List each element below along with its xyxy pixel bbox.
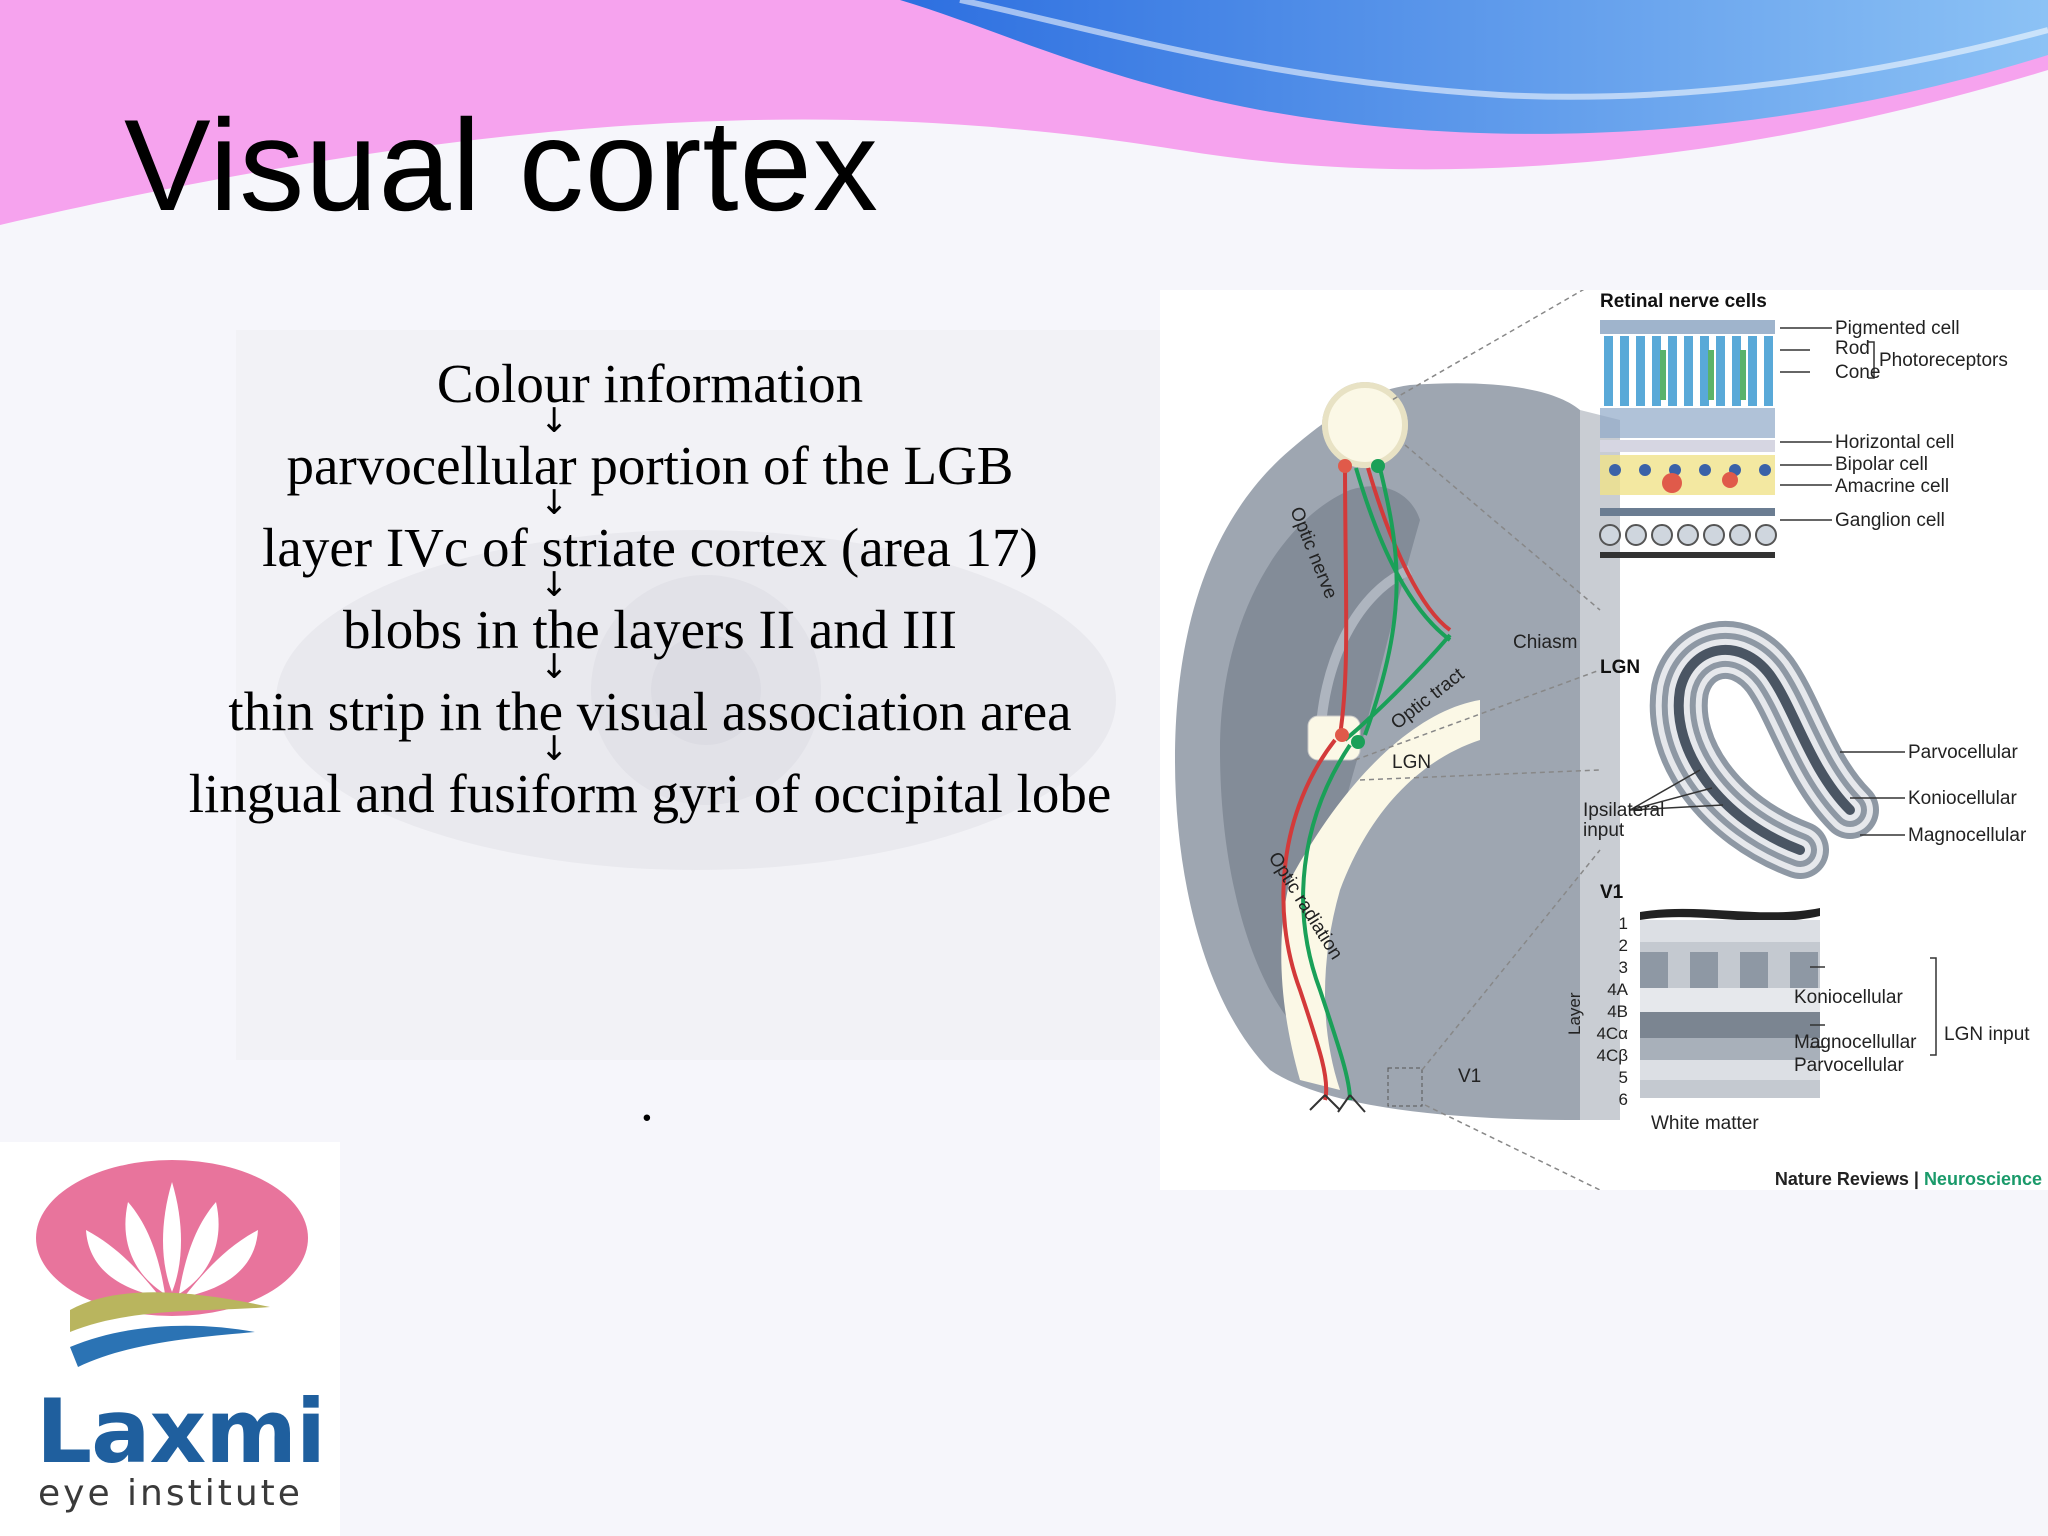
v1-magnocellular-label: Magnocellullar xyxy=(1794,1032,1917,1053)
logo xyxy=(0,1142,340,1536)
white-matter-label: White matter xyxy=(1651,1113,1759,1134)
flow-step: lingual and fusiform gyri of occipital l… xyxy=(140,762,1160,844)
optic-radiation-region xyxy=(1281,700,1480,1090)
photoreceptors-label: Photoreceptors xyxy=(1879,350,2008,371)
v1-layer-number: 2 xyxy=(1619,936,1628,955)
background-eye-watermark xyxy=(236,330,1160,1060)
trailing-dot: . xyxy=(640,1071,654,1132)
flow-step-text: Colour information xyxy=(436,353,864,414)
down-arrow-icon: ↓ xyxy=(540,729,569,769)
flow-step: parvocellular portion of the LGB↓ xyxy=(140,434,1160,520)
flow-step-text: thin strip in the visual association are… xyxy=(228,681,1072,742)
ganglion-cell-label: Ganglion cell xyxy=(1835,510,1945,531)
lgn-input-label: LGN input xyxy=(1944,1024,2030,1045)
pigmented-cell-label: Pigmented cell xyxy=(1835,318,1960,339)
figure-credit: Nature Reviews | Neuroscience xyxy=(1775,1169,2042,1189)
chiasm-label: Chiasm xyxy=(1513,632,1577,653)
lgn-parvocellular-label: Parvocellular xyxy=(1908,742,2018,763)
flow-step: layer IVc of striate cortex (area 17)↓ xyxy=(140,516,1160,602)
colour-pathway-flow: Colour information↓ parvocellular portio… xyxy=(140,352,1160,844)
lgn-brain-label: LGN xyxy=(1392,752,1431,773)
flow-step: Colour information↓ xyxy=(140,352,1160,438)
visual-pathway-figure: Optic nerve Chiasm Optic tract LGN Optic… xyxy=(1160,290,2048,1190)
v1-layer-number: 3 xyxy=(1619,958,1628,977)
v1-layer-number: 4Cα xyxy=(1596,1024,1628,1043)
bipolar-cell-label: Bipolar cell xyxy=(1835,454,1928,475)
ipsilateral-input-label: input xyxy=(1583,820,1625,841)
flow-step: blobs in the layers II and III↓ xyxy=(140,598,1160,684)
flow-step-text: lingual and fusiform gyri of occipital l… xyxy=(188,763,1112,824)
logo-tagline: eye institute xyxy=(38,1473,303,1514)
retina-heading: Retinal nerve cells xyxy=(1600,291,1767,312)
credit-journal: Nature Reviews xyxy=(1775,1169,1909,1189)
flow-step: thin strip in the visual association are… xyxy=(140,680,1160,766)
flow-step-text: parvocellular portion of the LGB xyxy=(286,435,1014,496)
v1-layer-number: 1 xyxy=(1619,914,1628,933)
v1-layer-number: 4A xyxy=(1607,980,1628,999)
slide-title: Visual cortex xyxy=(124,92,879,238)
lgn-magnocellular-label: Magnocellular xyxy=(1908,825,2027,846)
cone-label: Cone xyxy=(1835,362,1880,383)
flow-step-text: blobs in the layers II and III xyxy=(343,599,957,660)
down-arrow-icon: ↓ xyxy=(540,401,569,441)
v1-layer-number: 4B xyxy=(1607,1002,1628,1021)
v1-koniocellular-label: Koniocellular xyxy=(1794,987,1903,1008)
ipsilateral-label: Ipsilateral xyxy=(1583,800,1664,821)
credit-separator: | xyxy=(1909,1169,1924,1189)
rod-label: Rod xyxy=(1835,338,1870,359)
v1-layer-number: 6 xyxy=(1619,1090,1628,1109)
lotus-logo-icon xyxy=(36,1160,308,1367)
v1-layer-number: 5 xyxy=(1619,1068,1628,1087)
down-arrow-icon: ↓ xyxy=(540,565,569,605)
logo-name: Laxmi xyxy=(36,1380,326,1483)
v1-layer-number: 4Cβ xyxy=(1596,1046,1628,1065)
v1-heading: V1 xyxy=(1600,882,1624,903)
header-wave-banner xyxy=(0,0,2048,225)
lgn-heading: LGN xyxy=(1600,657,1640,678)
amacrine-cell-label: Amacrine cell xyxy=(1835,476,1949,497)
horizontal-cell-label: Horizontal cell xyxy=(1835,432,1954,453)
lgn-koniocellular-label: Koniocellular xyxy=(1908,788,2017,809)
down-arrow-icon: ↓ xyxy=(540,647,569,687)
v1-brain-label: V1 xyxy=(1458,1066,1481,1087)
v1-layer-axis-label: Layer xyxy=(1565,992,1584,1035)
down-arrow-icon: ↓ xyxy=(540,483,569,523)
credit-field: Neuroscience xyxy=(1924,1169,2042,1189)
flow-step-text: layer IVc of striate cortex (area 17) xyxy=(262,517,1038,578)
v1-parvocellular-label: Parvocellular xyxy=(1794,1055,1904,1076)
